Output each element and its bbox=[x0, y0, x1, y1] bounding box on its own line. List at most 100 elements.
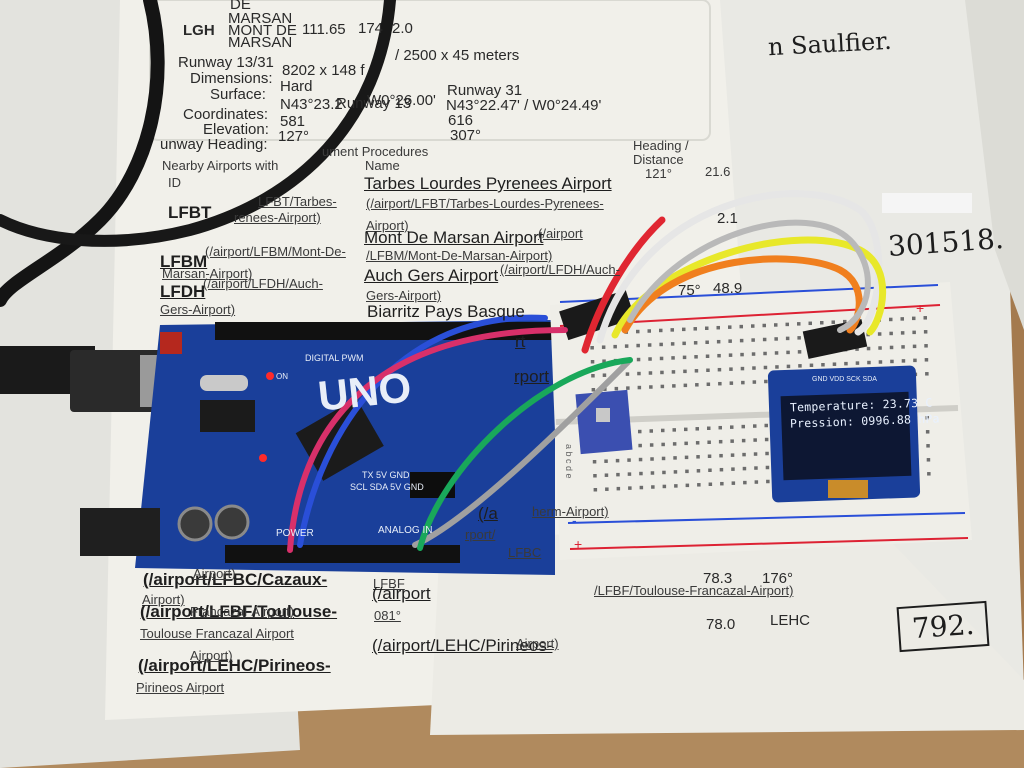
led-l bbox=[259, 454, 267, 462]
breadboard-hole bbox=[927, 472, 931, 476]
oled-ribbon bbox=[828, 480, 868, 498]
breadboard-hole bbox=[684, 441, 688, 446]
doc-text: MONT DE bbox=[228, 22, 297, 39]
breadboard-hole bbox=[716, 339, 721, 344]
breadboard-hole bbox=[754, 480, 759, 484]
wire-gray-left bbox=[412, 359, 631, 548]
breadboard-hole bbox=[659, 356, 664, 361]
breadboard-hole bbox=[797, 322, 801, 326]
breadboard-hole bbox=[843, 319, 847, 324]
doc-text: Elevation: bbox=[203, 121, 269, 138]
breadboard-hole bbox=[730, 453, 735, 457]
breadboard-hole bbox=[661, 442, 665, 447]
doc-text: 2.1 bbox=[717, 210, 738, 227]
doc-text: Airport) bbox=[190, 648, 233, 663]
breadboard-hole bbox=[866, 346, 871, 351]
doc-text: Tarbes Lourdes Pyrenees Airport bbox=[364, 174, 612, 193]
doc-text: Nearby Airports with bbox=[162, 158, 279, 173]
breadboard-hole bbox=[753, 452, 758, 456]
breadboard-hole bbox=[729, 367, 733, 371]
doc-text: (/airport/LEHC/Pirineos- bbox=[138, 656, 331, 675]
doc-text: 176° bbox=[762, 570, 794, 587]
doc-text: ID bbox=[168, 175, 181, 190]
wire-red bbox=[581, 216, 666, 354]
doc-text: 581 bbox=[280, 113, 306, 130]
doc-text: Dimensions: bbox=[190, 70, 273, 87]
breadboard-hole bbox=[705, 326, 709, 330]
breadboard-hole bbox=[590, 346, 594, 350]
breadboard-hole bbox=[693, 341, 698, 345]
breadboard-hole bbox=[637, 371, 641, 376]
breadboard-hole bbox=[741, 438, 746, 443]
breadboard-hole bbox=[707, 440, 711, 444]
breadboard-hole bbox=[764, 423, 768, 428]
doc-text: /LFBM/Mont-De-Marsan-Airport) bbox=[366, 248, 553, 263]
breadboard-hole bbox=[616, 486, 621, 491]
breadboard-hole bbox=[661, 456, 666, 461]
oled-pin-labels: GND VDD SCK SDA bbox=[812, 376, 877, 383]
breadboard-hole bbox=[604, 473, 609, 477]
breadboard-hole bbox=[695, 427, 699, 431]
paper-lower bbox=[430, 520, 1024, 735]
doc-text: LEHC bbox=[770, 612, 811, 629]
breadboard-hole bbox=[926, 444, 930, 448]
doc-text: Coordinates: bbox=[183, 106, 269, 123]
wire-gray-right bbox=[627, 219, 871, 333]
breadboard-hole bbox=[707, 454, 712, 458]
breadboard-hole bbox=[647, 329, 651, 333]
breadboard-hole bbox=[604, 459, 608, 463]
breadboard-hole bbox=[605, 487, 609, 491]
breadboard-hole bbox=[774, 323, 778, 327]
doc-text: (/airport/LFBM/Mont-De- bbox=[205, 244, 346, 259]
arduino-crystal bbox=[200, 375, 248, 391]
breadboard-hole bbox=[890, 359, 894, 364]
breadboard-hole bbox=[660, 370, 664, 375]
breadboard-hole bbox=[742, 466, 747, 471]
breadboard-plus: + bbox=[574, 536, 583, 552]
breadboard-hole bbox=[913, 358, 917, 363]
doc-text: LFDH bbox=[160, 282, 206, 301]
breadboard-hole bbox=[659, 328, 663, 333]
breadboard-hole bbox=[912, 316, 916, 321]
doc-text: Airport) bbox=[516, 636, 559, 651]
breadboard-hole bbox=[730, 425, 734, 429]
arduino-pin-labels: SCL SDA 5V GND bbox=[350, 482, 424, 492]
breadboard-hole bbox=[649, 443, 654, 447]
breadboard-hole bbox=[740, 352, 744, 357]
doc-text: Mont De Marsan Airport bbox=[364, 228, 544, 247]
breadboard-hole bbox=[636, 357, 641, 362]
breadboard-hole bbox=[694, 369, 699, 373]
breadboard-hole bbox=[616, 472, 620, 477]
breadboard-hole bbox=[731, 467, 735, 471]
doc-text: W0°26.00' bbox=[367, 92, 436, 109]
breadboard-hole bbox=[728, 339, 732, 343]
breadboard-hole bbox=[626, 386, 630, 390]
breadboard-hole bbox=[786, 364, 791, 369]
doc-text: LGH bbox=[183, 22, 215, 39]
doc-text: Distance bbox=[633, 152, 684, 167]
doc-text: MARSAN bbox=[228, 34, 293, 51]
breadboard-hole bbox=[728, 353, 733, 357]
breadboard-hole bbox=[731, 481, 736, 485]
arduino-logo: UNO bbox=[315, 363, 414, 420]
doc-text: rport/ bbox=[465, 527, 496, 542]
breadboard-hole bbox=[648, 371, 653, 375]
doc-text: LFBT/Tarbes- bbox=[258, 194, 337, 209]
breadboard-hole bbox=[717, 367, 722, 372]
breadboard-hole bbox=[649, 385, 653, 389]
breadboard-hole bbox=[591, 374, 595, 378]
breadboard-hole bbox=[730, 439, 734, 443]
breadboard-hole bbox=[844, 361, 848, 366]
usb-cable-arc bbox=[0, 0, 396, 247]
breadboard-hole bbox=[639, 485, 644, 490]
breadboard-hole bbox=[739, 324, 743, 329]
doc-text: Runway 13/31 bbox=[178, 54, 274, 71]
breadboard-hole bbox=[662, 484, 667, 489]
breadboard-hole bbox=[650, 471, 655, 475]
arduino-dc-jack bbox=[80, 508, 160, 556]
breadboard-hole bbox=[649, 429, 653, 433]
breadboard-hole bbox=[764, 437, 769, 442]
breadboard-hole bbox=[650, 457, 654, 461]
breadboard-row-letters: a b c d e bbox=[564, 444, 574, 479]
breadboard-hole bbox=[752, 366, 756, 370]
